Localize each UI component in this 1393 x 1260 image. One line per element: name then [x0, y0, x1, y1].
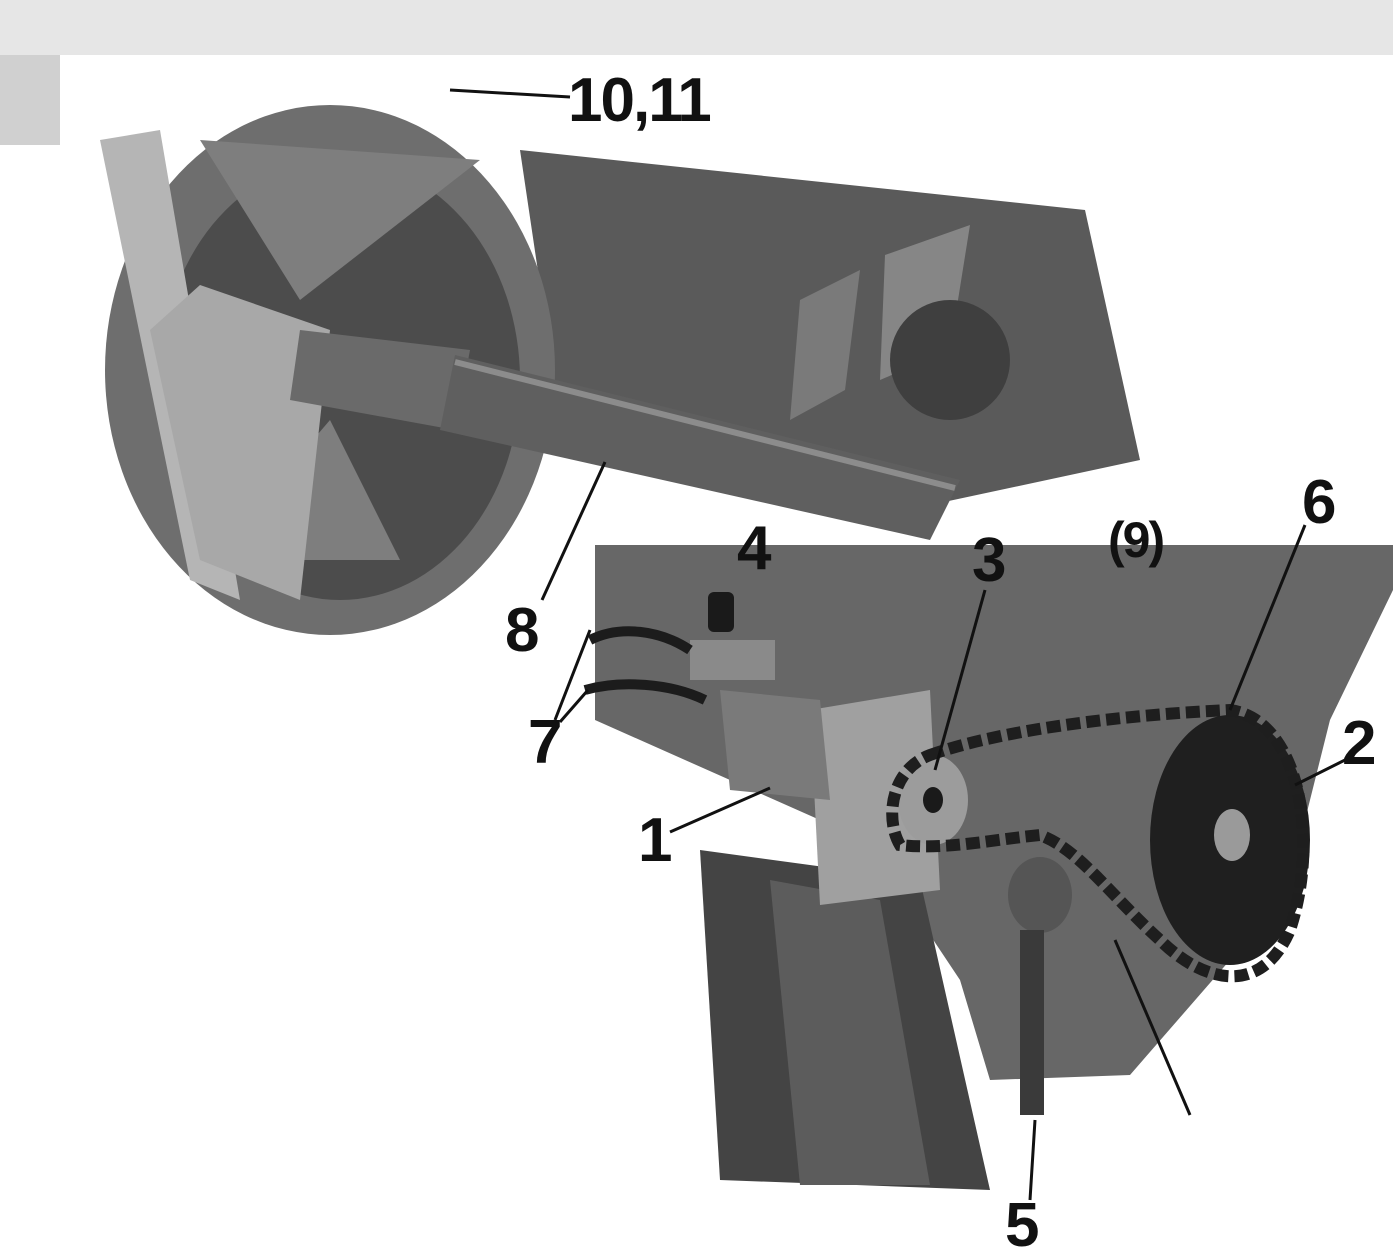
leader-6 — [1228, 524, 1307, 711]
leader-lines — [449, 88, 1346, 1201]
callout-7: 7 — [528, 708, 563, 777]
callout-6: 6 — [1302, 468, 1337, 537]
callout-5: 5 — [1005, 1191, 1040, 1260]
left-edge-strip — [0, 55, 60, 145]
knife-blade-1 — [790, 270, 860, 420]
idler-sprocket — [1008, 857, 1072, 933]
drive-sprocket-hub — [923, 787, 943, 813]
leader-7a — [553, 629, 592, 721]
leader-8 — [540, 461, 607, 601]
tensioner-rod — [1020, 930, 1044, 1115]
leader-7b — [558, 689, 590, 723]
callout-9: (9) — [1108, 512, 1165, 568]
leader-2 — [1294, 758, 1346, 787]
callout-1: 1 — [638, 806, 673, 875]
large-sprocket-hub — [1214, 809, 1250, 861]
shaft-tube — [440, 355, 960, 540]
callout-2: 2 — [1342, 709, 1377, 778]
callout-4: 4 — [737, 514, 772, 583]
frame-leg-inner — [770, 880, 930, 1185]
top-strip — [0, 0, 1393, 55]
leader-3 — [933, 589, 987, 771]
leader-1 — [669, 786, 771, 834]
valve-knob — [708, 592, 734, 632]
hose-lower — [583, 679, 708, 705]
wheel-spoke-upper — [200, 140, 480, 300]
valve-block — [690, 640, 775, 680]
knife-hub — [890, 300, 1010, 420]
shaft-highlight — [454, 359, 956, 491]
shaft-coupler — [290, 330, 470, 430]
hose-upper — [587, 626, 693, 655]
drive-shaft — [290, 330, 960, 540]
callout-10-11: 10,11 — [568, 66, 712, 135]
leader-chain-lower — [1113, 939, 1192, 1116]
drive-chain — [886, 703, 1310, 983]
callout-8: 8 — [505, 596, 540, 665]
hydraulic-motor — [690, 592, 830, 800]
callout-3: 3 — [972, 526, 1007, 595]
leader-10-11 — [449, 88, 571, 99]
arm-blade — [150, 285, 330, 600]
leader-5 — [1028, 1119, 1037, 1201]
motor-body — [720, 690, 830, 800]
